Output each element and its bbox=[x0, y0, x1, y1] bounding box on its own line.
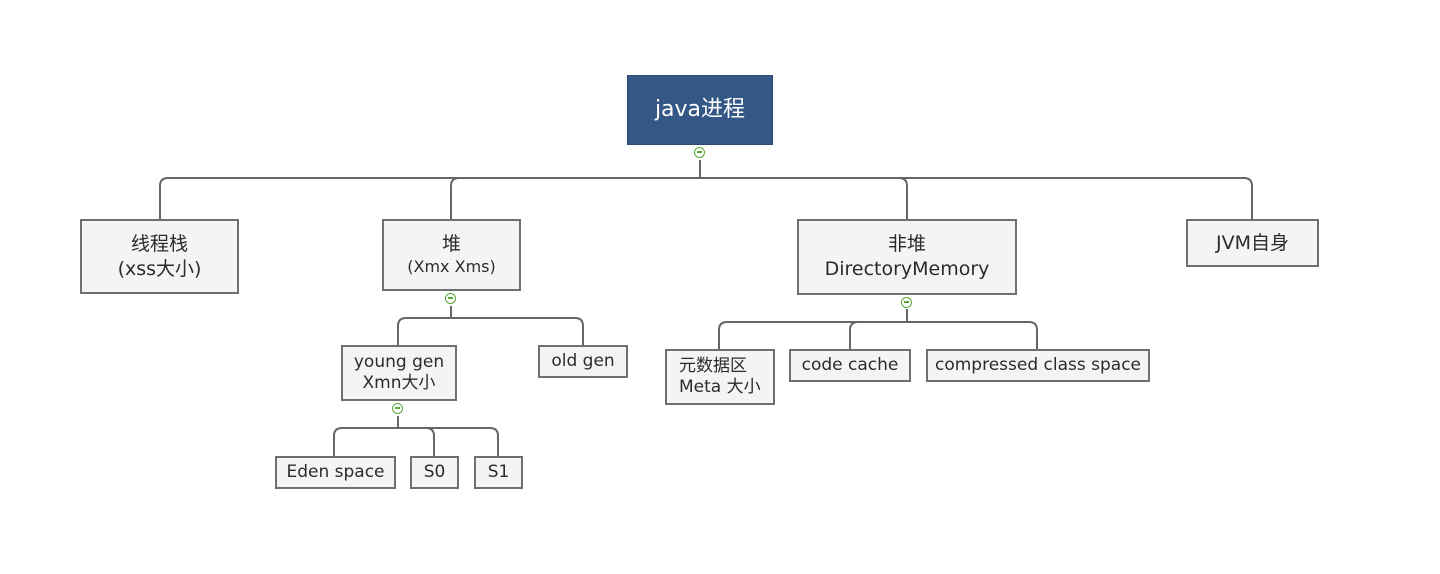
node-s0[interactable]: S0 bbox=[410, 456, 459, 489]
non-heap-title: 非堆 bbox=[887, 233, 926, 256]
node-thread-stack[interactable]: 线程栈 (xss大小) bbox=[80, 219, 239, 294]
collapse-toggle-icon[interactable] bbox=[392, 403, 403, 414]
s0-label: S0 bbox=[423, 462, 446, 483]
node-heap[interactable]: 堆 (Xmx Xms) bbox=[382, 219, 521, 291]
young-gen-size: Xmn大小 bbox=[362, 373, 436, 393]
root-node-java-process[interactable]: java进程 bbox=[627, 75, 773, 145]
node-compressed-class-space[interactable]: compressed class space bbox=[926, 349, 1150, 382]
young-gen-title: young gen bbox=[353, 351, 445, 372]
thread-stack-size: (xss大小) bbox=[117, 257, 202, 280]
node-metaspace[interactable]: 元数据区 Meta 大小 bbox=[665, 349, 775, 405]
node-non-heap[interactable]: 非堆 DirectoryMemory bbox=[797, 219, 1017, 295]
node-young-gen[interactable]: young gen Xmn大小 bbox=[341, 345, 457, 401]
metaspace-title: 元数据区 bbox=[679, 355, 747, 376]
node-jvm-self[interactable]: JVM自身 bbox=[1186, 219, 1319, 267]
thread-stack-title: 线程栈 bbox=[130, 232, 188, 255]
node-code-cache[interactable]: code cache bbox=[789, 349, 911, 382]
code-cache-label: code cache bbox=[801, 355, 899, 376]
eden-space-label: Eden space bbox=[286, 462, 385, 483]
s1-label: S1 bbox=[487, 462, 510, 483]
old-gen-label: old gen bbox=[551, 351, 615, 372]
collapse-toggle-icon[interactable] bbox=[901, 297, 912, 308]
node-eden-space[interactable]: Eden space bbox=[275, 456, 396, 489]
heap-title: 堆 bbox=[441, 233, 461, 256]
collapse-toggle-icon[interactable] bbox=[694, 147, 705, 158]
non-heap-subtitle: DirectoryMemory bbox=[824, 258, 990, 280]
heap-params: (Xmx Xms) bbox=[407, 256, 496, 276]
node-s1[interactable]: S1 bbox=[474, 456, 523, 489]
root-label: java进程 bbox=[654, 96, 746, 122]
collapse-toggle-icon[interactable] bbox=[445, 293, 456, 304]
compressed-class-space-label: compressed class space bbox=[934, 355, 1142, 376]
jvm-self-label: JVM自身 bbox=[1216, 231, 1289, 254]
node-old-gen[interactable]: old gen bbox=[538, 345, 628, 378]
metaspace-size: Meta 大小 bbox=[679, 377, 761, 397]
